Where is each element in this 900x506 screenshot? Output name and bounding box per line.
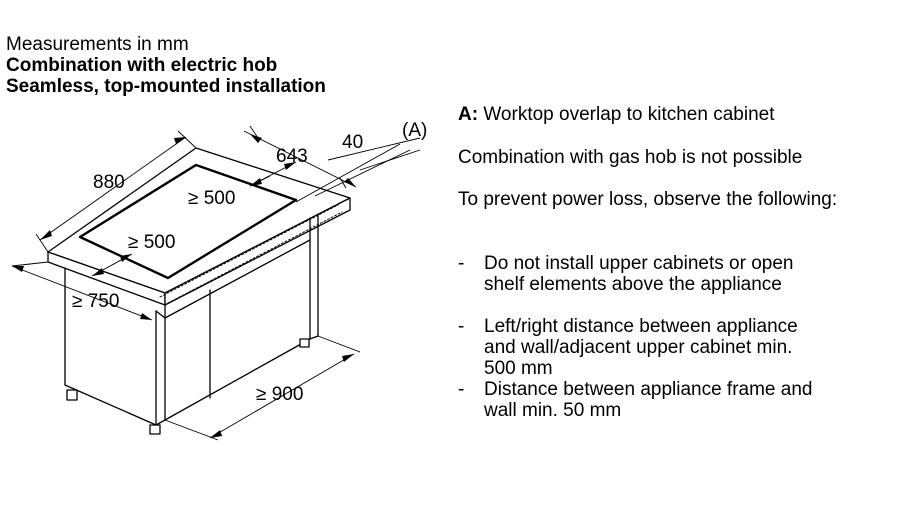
label-500-top: ≥ 500	[188, 188, 235, 209]
installation-drawing: 880 643 40 (A) ≥ 500 ≥ 500 ≥ 750 ≥ 900	[11, 120, 427, 441]
note-a-key: A:	[458, 104, 479, 125]
note-a: A: Worktop overlap to kitchen cabinet	[458, 104, 775, 125]
dimension-40	[295, 137, 421, 203]
dimension-900	[164, 335, 361, 441]
hob-cutout	[78, 163, 298, 280]
label-750: ≥ 750	[72, 291, 119, 312]
bullet-dash: -	[458, 316, 465, 337]
dimension-arrowheads	[12, 134, 356, 438]
dimension-643	[243, 125, 357, 189]
note-a-text: Worktop overlap to kitchen cabinet	[483, 104, 775, 125]
label-880: 880	[93, 172, 125, 193]
bullet-dash: -	[458, 379, 465, 400]
bullet-dash: -	[458, 253, 465, 274]
dimension-880	[35, 130, 197, 253]
note-power: To prevent power loss, observe the follo…	[458, 189, 838, 210]
label-callout-a: (A)	[402, 120, 427, 141]
label-500-left: ≥ 500	[128, 232, 175, 253]
bullet-text: Left/right distance between appliance an…	[484, 316, 798, 379]
note-gas: Combination with gas hob is not possible	[458, 147, 803, 168]
header-measurements: Measurements in mm	[6, 34, 189, 55]
bullet-text: Do not install upper cabinets or open sh…	[484, 253, 794, 295]
label-643: 643	[276, 146, 308, 167]
cabinet-body	[64, 213, 319, 426]
dimension-750	[11, 261, 153, 321]
appliance-outline	[159, 204, 343, 304]
cabinet-feet	[66, 338, 310, 435]
header-combination: Combination with electric hob	[6, 55, 278, 76]
header-installation: Seamless, top-mounted installation	[6, 76, 326, 97]
bullet-text: Distance between appliance frame and wal…	[484, 379, 813, 421]
label-40: 40	[342, 132, 363, 153]
label-900: ≥ 900	[256, 384, 303, 405]
